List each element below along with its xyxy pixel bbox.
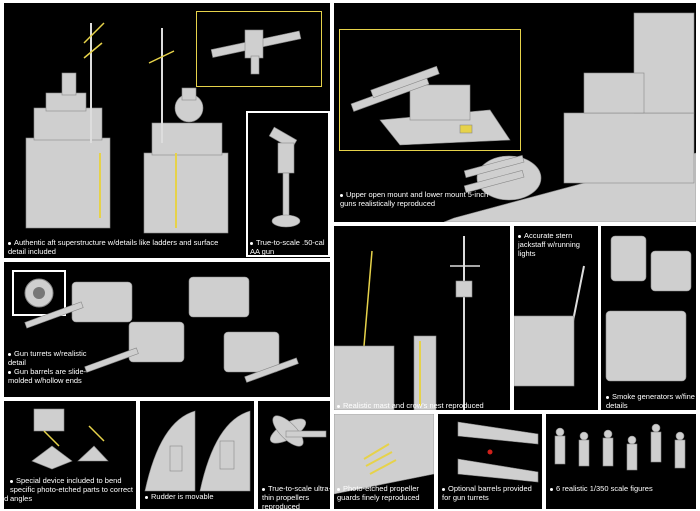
panel-figures <box>546 414 696 509</box>
bullet-icon <box>10 479 13 483</box>
bullet-icon <box>442 487 445 491</box>
caption-gun-barrels-text: Gun barrels are slide-molded w/hollow en… <box>8 367 87 385</box>
bullet-icon <box>145 495 148 499</box>
bullet-icon <box>8 370 11 374</box>
caption-stern-jackstaff: Accurate stern jackstaff w/running light… <box>518 231 596 258</box>
aft-superstructure-render <box>25 22 229 234</box>
aa-gun-frame <box>246 111 330 257</box>
bullet-icon <box>8 241 11 245</box>
caption-figures: 6 realistic 1/350 scale figures <box>550 484 695 493</box>
caption-propellers: True-to-scale ultra-thin propellers repr… <box>262 484 332 511</box>
aa-gun-mount-render <box>210 29 302 75</box>
propeller-guards-render <box>334 414 434 495</box>
bullet-icon <box>606 395 609 399</box>
bullet-icon <box>518 234 521 238</box>
caption-five-inch-guns: Upper open mount and lower mount 5-inch … <box>340 190 490 208</box>
panel-optional-barrels <box>438 414 542 509</box>
jackstaff-render <box>514 265 585 387</box>
caption-figures-text: 6 realistic 1/350 scale figures <box>556 484 653 493</box>
panel-five-inch-guns <box>334 3 696 222</box>
caption-smoke-generators-text: Smoke generators w/fine details <box>606 392 695 410</box>
caption-gun-barrels: Gun barrels are slide-molded w/hollow en… <box>8 367 88 385</box>
caption-mast: Realistic mast and crow's nest reproduce… <box>337 401 507 410</box>
panel-propeller-guards <box>334 414 434 509</box>
gun-turrets-render <box>24 276 299 383</box>
propeller-render <box>269 415 327 447</box>
panel-stern-jackstaff <box>514 226 598 410</box>
rudder-render <box>144 410 251 492</box>
caption-aa-gun-text: True-to-scale .50-cal AA gun <box>250 238 325 256</box>
figures-render <box>554 423 686 471</box>
caption-special-device-text: Special device included to bend specific… <box>10 476 133 503</box>
caption-aft-superstructure-text: Authentic aft superstructure w/details l… <box>8 238 219 256</box>
caption-rudder-text: Rudder is movable <box>151 492 214 501</box>
bullet-icon <box>337 404 340 408</box>
panel-aft-superstructure <box>4 3 330 258</box>
caption-stern-jackstaff-text: Accurate stern jackstaff w/running light… <box>518 231 580 258</box>
smoke-generators-render <box>605 235 692 382</box>
caption-left-edge: ed <box>0 494 12 503</box>
aa-gun-render <box>268 126 301 228</box>
caption-gun-turrets-text: Gun turrets w/realistic detail <box>8 349 87 367</box>
ship-deck-render <box>443 12 696 222</box>
barrel-end-render <box>24 278 54 308</box>
caption-optional-barrels: Optional barrels provided for gun turret… <box>442 484 542 502</box>
bullet-icon <box>262 487 265 491</box>
caption-aft-superstructure: Authentic aft superstructure w/details l… <box>8 238 238 256</box>
optional-barrels-render <box>457 421 539 483</box>
caption-propellers-text: True-to-scale ultra-thin propellers repr… <box>262 484 332 511</box>
bullet-icon <box>340 193 343 197</box>
caption-mast-text: Realistic mast and crow's nest reproduce… <box>343 401 484 410</box>
bending-tool-render <box>31 408 109 470</box>
caption-special-device: Special device included to bend specific… <box>10 476 140 503</box>
bullet-icon <box>550 487 553 491</box>
open-mount-gun-render <box>350 65 511 146</box>
aa-gun-inset-frame <box>196 11 322 87</box>
panel-gun-turrets <box>4 262 330 397</box>
caption-five-inch-guns-text: Upper open mount and lower mount 5-inch … <box>340 190 489 208</box>
panel-smoke-generators <box>601 226 696 410</box>
barrel-end-inset-frame <box>12 270 66 316</box>
caption-left-edge-text: ed <box>0 494 9 503</box>
caption-optional-barrels-text: Optional barrels provided for gun turret… <box>442 484 532 502</box>
mast-render <box>334 236 480 410</box>
panel-special-device <box>4 401 136 509</box>
caption-rudder: Rudder is movable <box>145 492 250 501</box>
bullet-icon <box>250 241 253 245</box>
bullet-icon <box>8 352 11 356</box>
panel-mast <box>334 226 510 410</box>
panel-propellers <box>258 401 330 509</box>
gun-mount-inset-frame <box>339 29 521 151</box>
caption-propeller-guards: Photo-etched propeller guards finely rep… <box>337 484 437 502</box>
caption-gun-turrets: Gun turrets w/realistic detail <box>8 349 88 367</box>
caption-aa-gun: True-to-scale .50-cal AA gun <box>250 238 326 256</box>
panel-rudder <box>140 401 254 509</box>
caption-smoke-generators: Smoke generators w/fine details <box>606 392 696 410</box>
caption-propeller-guards-text: Photo-etched propeller guards finely rep… <box>337 484 420 502</box>
bullet-icon <box>337 487 340 491</box>
